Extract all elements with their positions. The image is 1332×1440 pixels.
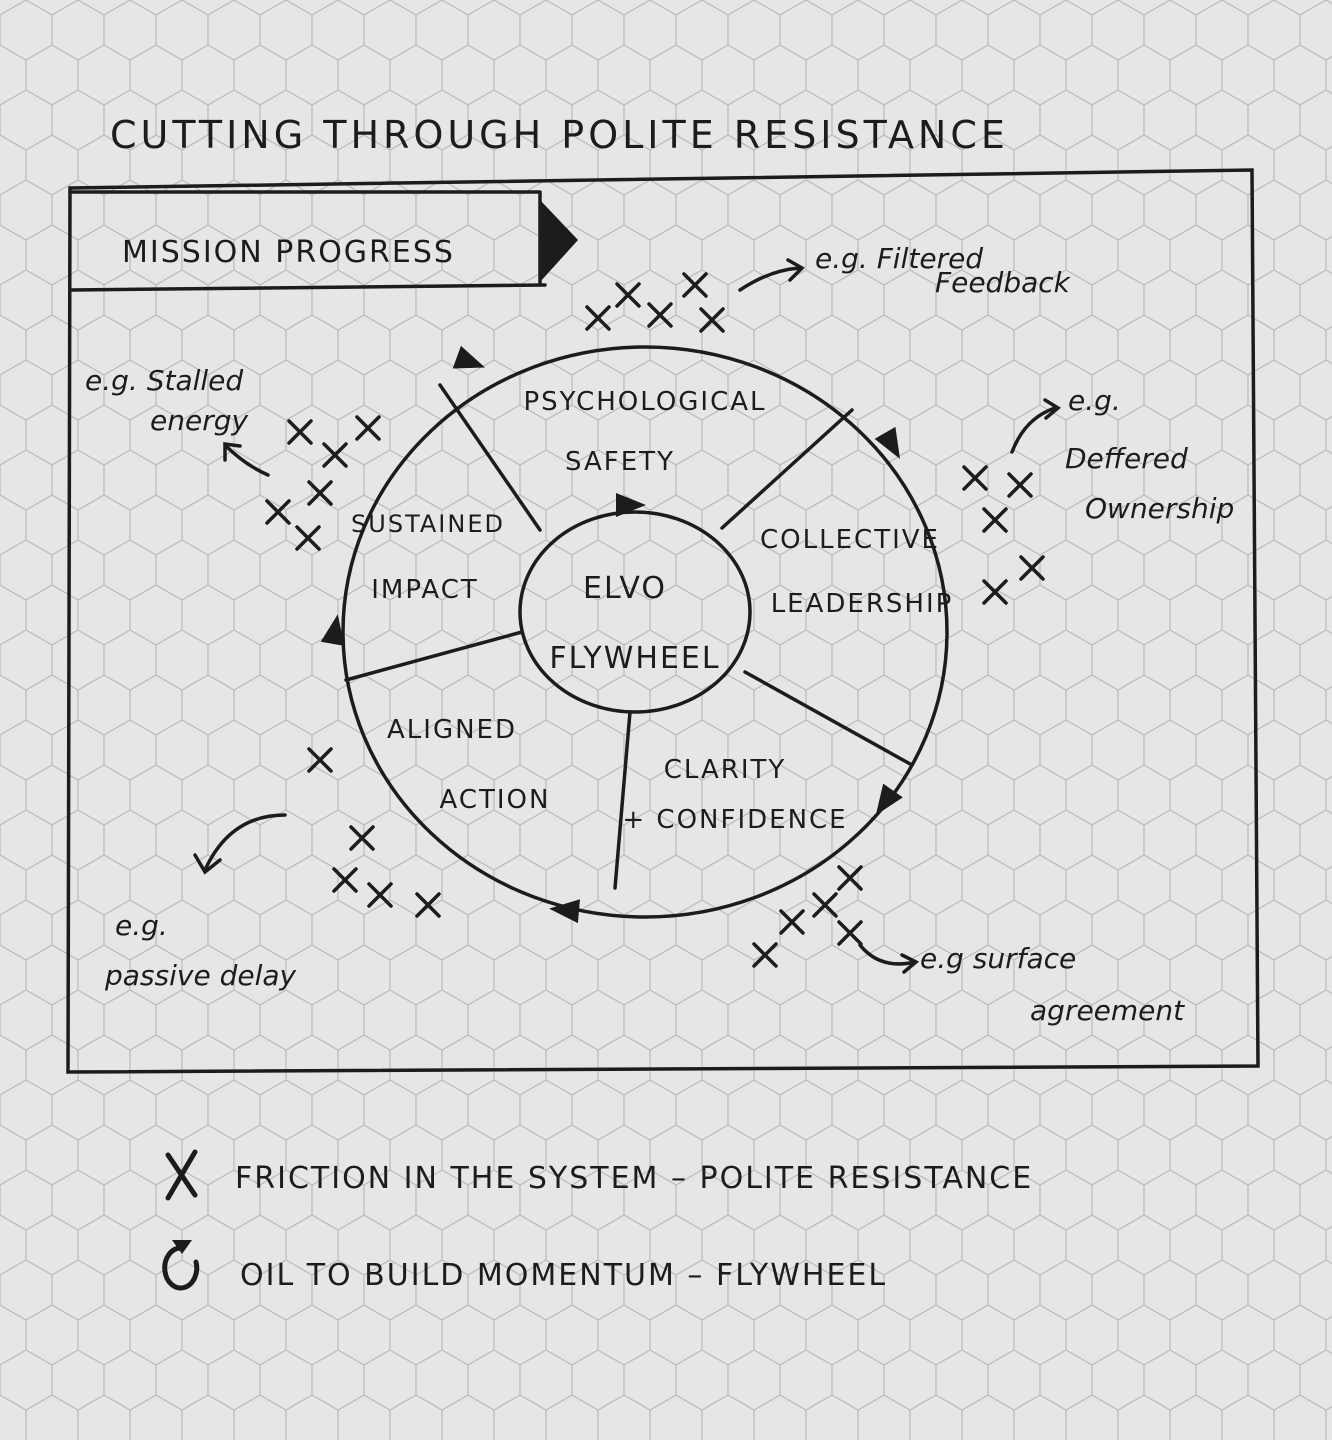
friction-x-mark-icon xyxy=(295,525,321,551)
annotation-deferred-ownership-3: Ownership xyxy=(1085,492,1234,525)
annotation-passive-delay-1: e.g. xyxy=(115,909,168,942)
friction-x-mark-icon xyxy=(647,302,673,328)
direction-arrow-icon xyxy=(874,426,900,459)
direction-arrow-icon xyxy=(320,614,345,646)
annotation-passive-delay-2: passive delay xyxy=(104,959,297,992)
friction-x-mark-icon xyxy=(355,415,381,441)
segment-clarity-confidence-2: + CONFIDENCE xyxy=(622,805,847,835)
progress-arrow-icon xyxy=(540,200,578,282)
x-mark-icon xyxy=(165,1149,198,1201)
friction-x-mark-icon xyxy=(1019,555,1045,581)
friction-x-mark-icon xyxy=(415,892,441,918)
annotation-stalled-energy-1: e.g. Stalled xyxy=(85,364,243,397)
legend-friction-label: FRICTION IN THE SYSTEM – POLITE RESISTAN… xyxy=(235,1161,1033,1196)
annotation-arrow-icon xyxy=(223,442,270,477)
annotation-deferred-ownership-1: e.g. xyxy=(1068,384,1121,417)
flywheel: ELVO FLYWHEEL PSYCHOLOGICAL SAFETY COLLE… xyxy=(320,345,954,924)
direction-arrow-icon xyxy=(549,899,580,924)
friction-x-mark-icon xyxy=(287,419,313,445)
annotation-arrow-icon xyxy=(1010,398,1061,454)
hub-label-1: ELVO xyxy=(583,571,667,606)
friction-x-mark-icon xyxy=(307,747,333,773)
mission-progress-banner: MISSION PROGRESS xyxy=(68,190,578,292)
annotation-filtered-feedback-2: Feedback xyxy=(935,266,1072,299)
legend-oil-label: OIL TO BUILD MOMENTUM – FLYWHEEL xyxy=(240,1258,887,1293)
friction-x-mark-icon xyxy=(699,307,725,333)
annotation-deferred-ownership-2: Deffered xyxy=(1065,442,1188,475)
friction-x-mark-icon xyxy=(962,465,988,491)
friction-x-mark-icon xyxy=(682,272,708,298)
direction-arrow-icon xyxy=(616,493,646,517)
friction-x-mark-icon xyxy=(349,825,375,851)
direction-arrow-icon xyxy=(452,345,486,369)
friction-marks xyxy=(265,272,1045,968)
frame xyxy=(66,168,1260,1074)
friction-x-mark-icon xyxy=(332,867,358,893)
segment-psychological-safety-1: PSYCHOLOGICAL xyxy=(523,387,766,417)
friction-x-mark-icon xyxy=(837,865,863,891)
friction-x-mark-icon xyxy=(615,282,641,308)
circular-arrow-icon xyxy=(162,1240,200,1291)
segment-clarity-confidence-1: CLARITY xyxy=(664,755,787,785)
segment-dividers xyxy=(344,383,914,890)
friction-x-mark-icon xyxy=(307,480,333,506)
hub-label-2: FLYWHEEL xyxy=(549,641,720,676)
friction-x-mark-icon xyxy=(837,920,863,946)
friction-x-mark-icon xyxy=(265,499,291,525)
segment-psychological-safety-2: SAFETY xyxy=(565,447,675,477)
direction-arrow-icon xyxy=(875,783,903,816)
mission-progress-label: MISSION PROGRESS xyxy=(122,235,455,270)
friction-x-mark-icon xyxy=(322,442,348,468)
annotation-arrow-icon xyxy=(738,258,805,292)
annotation-filtered-feedback-1: e.g. Filtered xyxy=(815,242,983,275)
diagram-title: CUTTING THROUGH POLITE RESISTANCE xyxy=(110,113,1009,157)
segment-sustained-impact-2: IMPACT xyxy=(371,575,478,605)
friction-x-mark-icon xyxy=(812,892,838,918)
outer-ring xyxy=(341,345,949,919)
legend: FRICTION IN THE SYSTEM – POLITE RESISTAN… xyxy=(162,1149,1033,1293)
friction-x-mark-icon xyxy=(982,507,1008,533)
friction-x-mark-icon xyxy=(585,305,611,331)
segment-collective-leadership-2: LEADERSHIP xyxy=(771,589,954,619)
friction-x-mark-icon xyxy=(367,882,393,908)
segment-collective-leadership-1: COLLECTIVE xyxy=(760,525,940,555)
friction-x-mark-icon xyxy=(779,909,805,935)
segment-aligned-action-2: ACTION xyxy=(440,785,551,815)
annotation-stalled-energy-2: energy xyxy=(150,404,248,437)
annotations: e.g. Filtered Feedback e.g. Deffered Own… xyxy=(85,242,1234,1027)
annotation-arrow-icon xyxy=(193,813,287,875)
inner-hub xyxy=(518,510,752,714)
segment-aligned-action-1: ALIGNED xyxy=(387,715,517,745)
friction-x-mark-icon xyxy=(752,942,778,968)
friction-x-mark-icon xyxy=(982,579,1008,605)
annotation-arrow-icon xyxy=(858,943,920,974)
friction-x-mark-icon xyxy=(1007,472,1033,498)
annotation-surface-agreement-1: e.g surface xyxy=(920,942,1076,975)
segment-sustained-impact-1: SUSTAINED xyxy=(351,510,505,538)
annotation-surface-agreement-2: agreement xyxy=(1030,994,1185,1027)
